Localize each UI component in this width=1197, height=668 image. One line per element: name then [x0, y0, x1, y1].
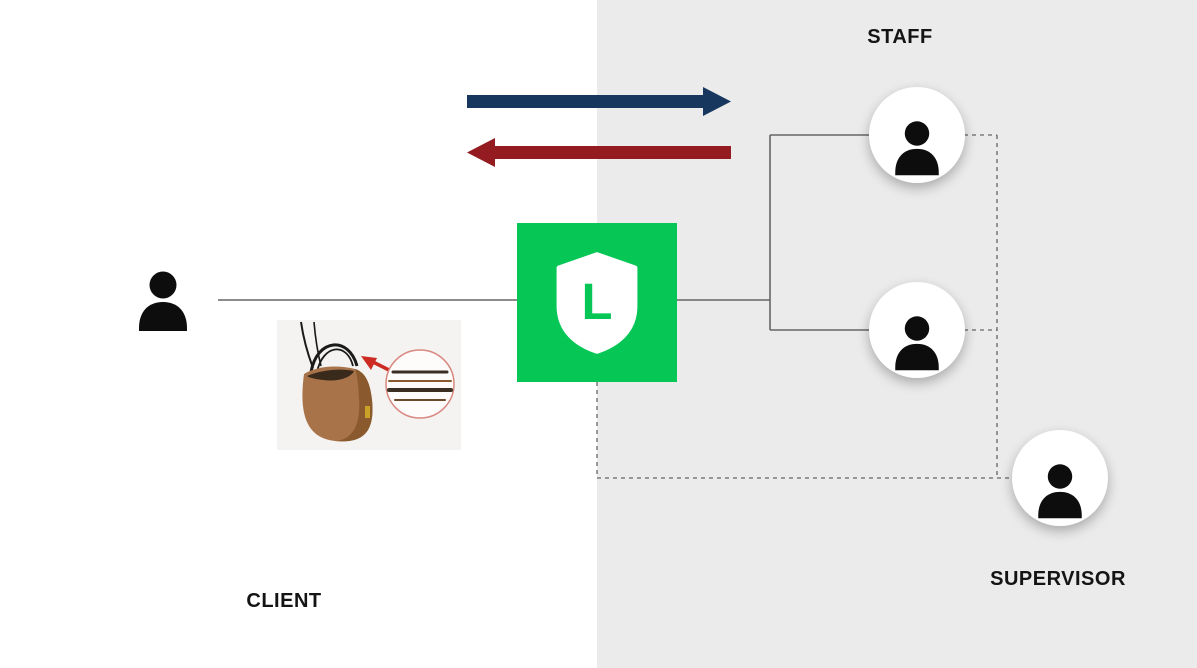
arrow-to-client	[467, 138, 731, 167]
person-icon	[895, 316, 939, 371]
bag-zip-pull	[365, 406, 370, 418]
person-icon	[1038, 464, 1082, 519]
shield-icon	[556, 251, 638, 354]
supervisor-avatar	[1012, 430, 1108, 526]
line-to-supervisor-dashed	[596, 382, 1012, 479]
client-label: CLIENT	[246, 590, 322, 612]
staff-avatar-1	[869, 87, 965, 183]
bag-handle	[316, 348, 354, 373]
staff-avatar-2	[869, 282, 965, 378]
zoom-detail-circle	[385, 349, 455, 419]
staff-label: STAFF	[867, 26, 933, 48]
client-person-icon	[131, 264, 195, 338]
supervisor-label: SUPERVISOR	[990, 568, 1126, 590]
line-app-icon: L	[517, 223, 677, 382]
bag-body	[302, 366, 373, 442]
line-letter: L	[581, 272, 612, 329]
person-icon	[895, 121, 939, 176]
bag-opening	[307, 369, 354, 381]
bag-handle	[309, 343, 359, 373]
arrow-to-staff	[467, 87, 731, 116]
product-photo	[277, 320, 461, 450]
bag-shading	[335, 369, 373, 442]
person-icon	[139, 271, 187, 331]
strap-detail-stripes	[387, 370, 453, 401]
